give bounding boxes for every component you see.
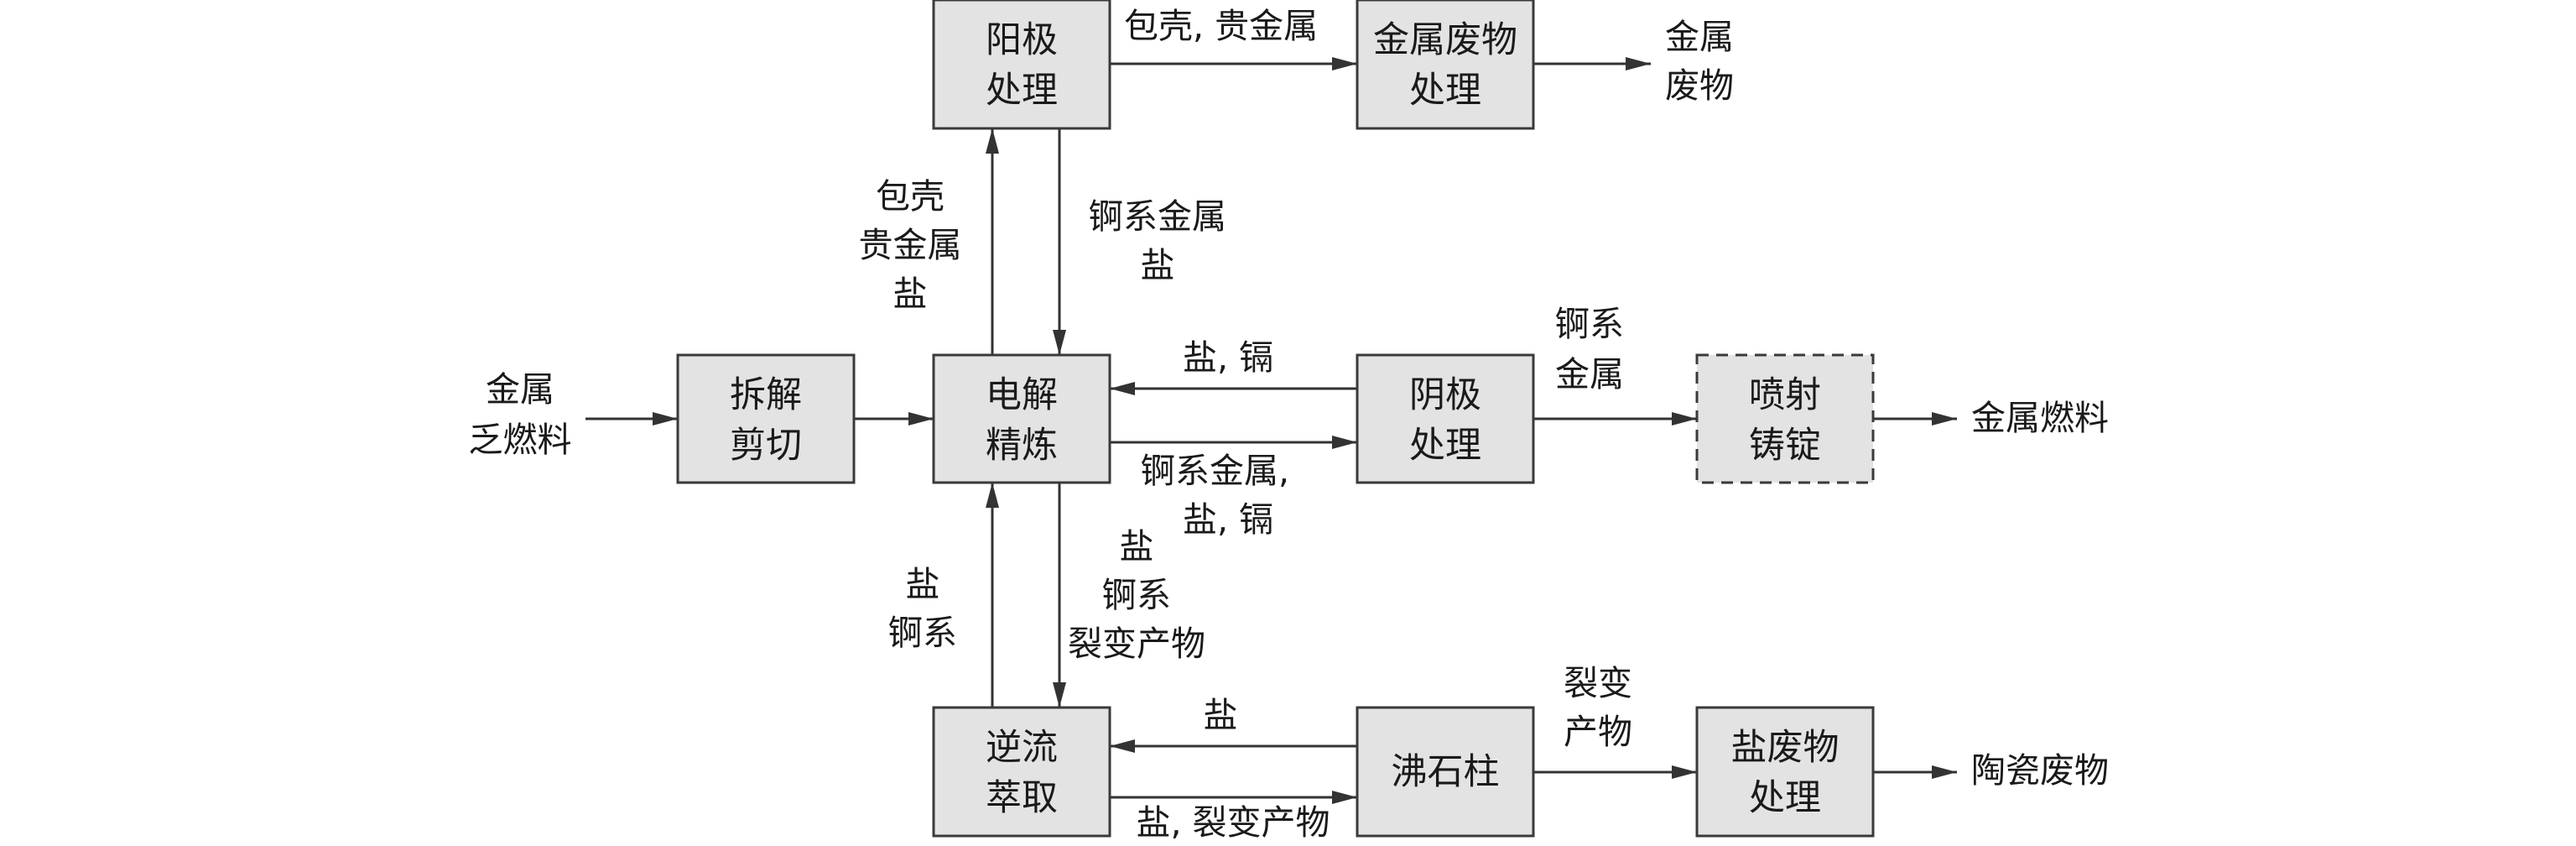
label-metal-fuel-output: 金属燃料 xyxy=(1971,398,2109,438)
label-cathode-to-casting-line2: 金属 xyxy=(1555,354,1624,394)
box-salt-waste-processing: 盐废物 处理 xyxy=(1695,706,1875,838)
box-cathode-line1: 阴极 xyxy=(1409,374,1481,416)
box-salt-waste-line2: 处理 xyxy=(1749,777,1821,819)
label-countercurrent-to-electrorefine: 盐 锕系 xyxy=(888,564,957,653)
box-anode-line2: 处理 xyxy=(986,70,1058,112)
label-anode-to-electrorefine: 锕系金属 盐 xyxy=(1089,196,1226,285)
label-anode-to-er-line1: 锕系金属 xyxy=(1089,196,1226,237)
label-anode-to-er-line2: 盐 xyxy=(1141,245,1175,285)
label-input-spent-fuel: 金属 乏燃料 xyxy=(469,369,572,460)
label-input-line1: 金属 xyxy=(486,369,554,410)
box-spray-casting: 喷射 铸锭 xyxy=(1695,353,1875,484)
label-zeolite-to-countercurrent: 盐 xyxy=(1204,695,1238,735)
label-metal-waste-out-line1: 金属 xyxy=(1665,17,1734,57)
label-input-line2: 乏燃料 xyxy=(469,420,572,460)
label-electrorefine-to-countercurrent: 盐 锕系 裂变产物 xyxy=(1068,526,1205,664)
label-electrorefine-to-cathode: 锕系金属, 盐, 镉 xyxy=(1141,451,1289,540)
label-zeolite-to-salt-line1: 裂变 xyxy=(1564,663,1632,703)
label-er-to-cathode-line2: 盐, 镉 xyxy=(1183,499,1273,540)
box-cathode-line2: 处理 xyxy=(1409,425,1481,467)
label-er-to-cc-line2: 锕系 xyxy=(1102,575,1171,615)
label-cathode-to-casting: 锕系 金属 xyxy=(1555,304,1624,394)
box-dismantle-shear: 拆解 剪切 xyxy=(676,353,856,484)
box-dismantle-line1: 拆解 xyxy=(730,374,802,416)
label-er-to-anode-line3: 盐 xyxy=(893,274,928,314)
label-er-to-anode-line1: 包壳 xyxy=(876,176,945,217)
box-casting-line1: 喷射 xyxy=(1749,374,1821,416)
box-anode-processing: 阳极 处理 xyxy=(932,0,1111,130)
label-er-to-anode-line2: 贵金属 xyxy=(859,225,962,265)
box-electrorefine-line2: 精炼 xyxy=(986,425,1058,467)
label-zeolite-to-salt-waste: 裂变 产物 xyxy=(1564,663,1632,752)
label-electrorefine-to-anode: 包壳 贵金属 盐 xyxy=(859,176,962,314)
box-cathode-processing: 阴极 处理 xyxy=(1356,353,1535,484)
box-countercurrent-line2: 萃取 xyxy=(986,777,1058,819)
label-cc-to-er-line1: 盐 xyxy=(906,564,940,604)
label-zeolite-to-salt-line2: 产物 xyxy=(1564,712,1632,752)
box-casting-line2: 铸锭 xyxy=(1749,425,1821,467)
label-cc-to-er-line2: 锕系 xyxy=(888,613,957,653)
box-zeolite-line1: 沸石柱 xyxy=(1392,751,1500,793)
label-er-to-cathode-line1: 锕系金属, xyxy=(1141,451,1289,491)
box-metal-waste-line1: 金属废物 xyxy=(1373,19,1517,61)
label-cathode-to-electrorefine: 盐, 镉 xyxy=(1183,337,1273,378)
label-metal-waste-out-line2: 废物 xyxy=(1665,65,1734,106)
label-er-to-cc-line3: 裂变产物 xyxy=(1068,624,1205,664)
box-zeolite-column: 沸石柱 xyxy=(1356,706,1535,838)
label-cathode-to-casting-line1: 锕系 xyxy=(1555,304,1624,344)
label-er-to-cc-line1: 盐 xyxy=(1120,526,1154,567)
box-electrorefine-line1: 电解 xyxy=(986,374,1058,416)
box-countercurrent-extraction: 逆流 萃取 xyxy=(932,706,1111,838)
label-anode-to-metal-waste: 包壳, 贵金属 xyxy=(1124,6,1318,46)
label-countercurrent-to-zeolite: 盐, 裂变产物 xyxy=(1136,802,1330,843)
box-metal-waste-line2: 处理 xyxy=(1409,70,1481,112)
box-dismantle-line2: 剪切 xyxy=(730,425,802,467)
box-metal-waste-processing: 金属废物 处理 xyxy=(1356,0,1535,130)
box-salt-waste-line1: 盐废物 xyxy=(1731,727,1840,769)
box-electrorefining: 电解 精炼 xyxy=(932,353,1111,484)
box-anode-line1: 阳极 xyxy=(986,19,1058,61)
box-countercurrent-line1: 逆流 xyxy=(986,727,1058,769)
label-ceramic-waste-output: 陶瓷废物 xyxy=(1971,750,2109,791)
label-metal-waste-output: 金属 废物 xyxy=(1665,17,1734,106)
